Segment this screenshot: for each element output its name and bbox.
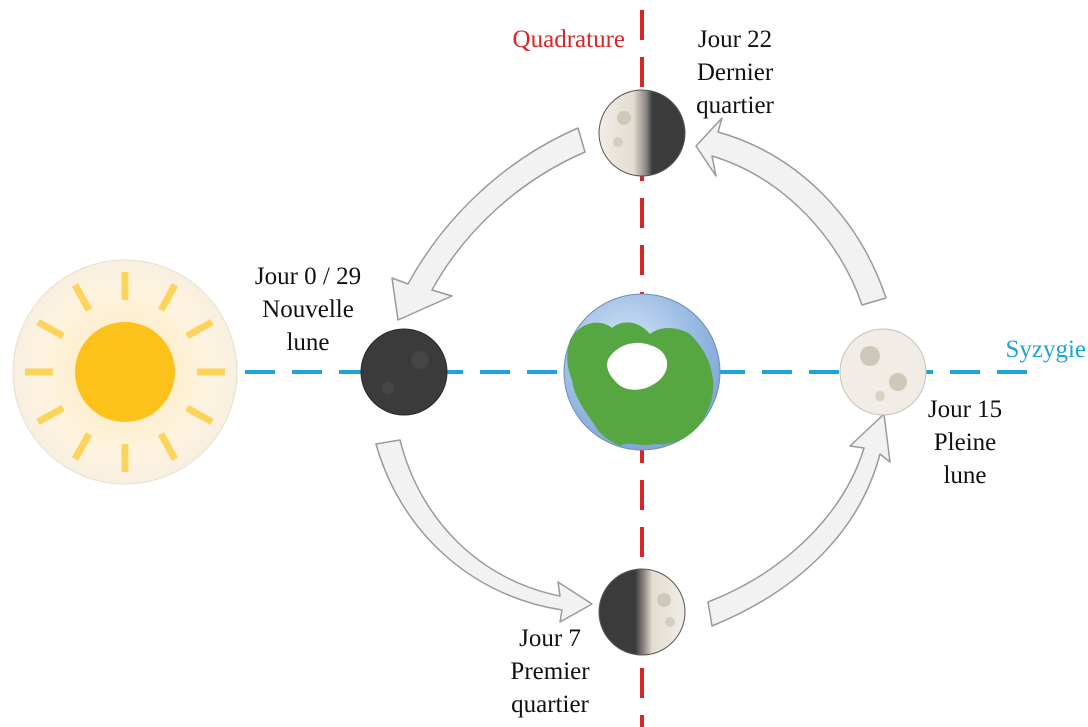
sun-core xyxy=(75,322,175,422)
moon-last-quarter xyxy=(598,89,686,177)
orbit-arrow-top-left xyxy=(391,127,586,321)
full-moon-name2: lune xyxy=(943,462,986,489)
syzygie-label: Syzygie xyxy=(1005,336,1086,363)
last-quarter-day: Jour 22 xyxy=(698,26,772,53)
last-quarter-name2: quartier xyxy=(696,92,774,119)
first-quarter-name: Premier xyxy=(510,658,590,685)
orbit-arrow-bottom-right xyxy=(707,413,891,627)
moon-first-quarter xyxy=(598,568,686,656)
earth-ice xyxy=(607,342,668,390)
new-moon-name2: lune xyxy=(286,329,329,356)
sun-rays xyxy=(25,272,225,472)
full-moon-name: Pleine xyxy=(934,429,997,456)
orbit-arrows xyxy=(375,117,891,627)
new-moon-day: Jour 0 / 29 xyxy=(255,263,361,290)
new-moon-name: Nouvelle xyxy=(262,296,354,323)
first-quarter-name2: quartier xyxy=(511,691,589,718)
full-moon-day: Jour 15 xyxy=(928,396,1002,423)
moon-new xyxy=(360,328,448,416)
sun xyxy=(12,259,238,485)
orbit-arrow-bottom-left xyxy=(375,439,593,623)
last-quarter-name: Dernier xyxy=(697,59,774,86)
earth xyxy=(563,293,721,451)
orbit-arrow-top-right xyxy=(695,117,887,306)
first-quarter-day: Jour 7 xyxy=(519,625,581,652)
quadrature-label: Quadrature xyxy=(513,26,625,53)
moon-full xyxy=(839,328,927,416)
